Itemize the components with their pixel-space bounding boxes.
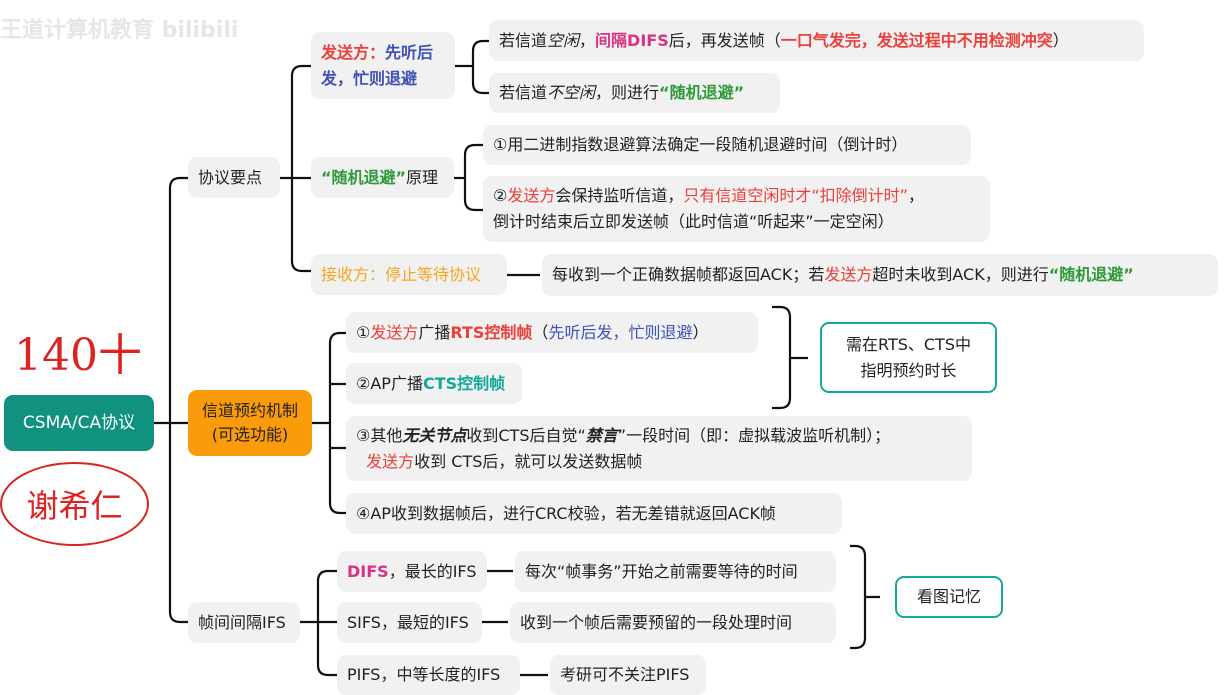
text-segment: 空闲	[547, 30, 580, 50]
text-segment: “随机退避”	[659, 83, 745, 102]
text-segment: 每收到一个正确数据帧都返回ACK；若	[552, 265, 825, 284]
branch-reservation[interactable]: 信道预约机制 (可选功能)	[188, 390, 312, 456]
text-segment: DIFS	[347, 561, 389, 581]
node-receiver[interactable]: 接收方：停止等待协议	[311, 254, 507, 295]
node-pifs[interactable]: PIFS，中等长度的IFS	[337, 655, 520, 695]
text-segment: ，最长的IFS	[388, 561, 477, 581]
text-segment: 考研可不关注PIFS	[560, 665, 690, 684]
node-pifs-detail[interactable]: 考研可不关注PIFS	[550, 655, 706, 695]
text-segment: 只有信道空闲时才“扣除倒计时”	[683, 186, 908, 205]
node-backoff-2[interactable]: ②发送方会保持监听信道，只有信道空闲时才“扣除倒计时”， 倒计时结束后立即发送帧…	[483, 176, 990, 242]
text-segment: ②	[493, 186, 508, 205]
text-segment: 原理	[406, 167, 439, 187]
text-segment: 超时未收到ACK，则进行	[872, 265, 1049, 284]
text-segment: 收到CTS后自觉“	[466, 425, 586, 445]
note-reservation[interactable]: 需在RTS、CTS中 指明预约时长	[820, 322, 997, 393]
text-segment: ，则进行	[595, 83, 660, 102]
node-busy[interactable]: 若信道不空闲，则进行“随机退避”	[489, 73, 780, 113]
text-segment: SIFS，最短的IFS	[347, 612, 469, 632]
handwritten-count: 140十	[14, 330, 142, 381]
text-segment: 发送方	[370, 322, 419, 342]
node-receiver-detail[interactable]: 每收到一个正确数据帧都返回ACK；若发送方超时未收到ACK，则进行“随机退避”	[542, 254, 1218, 296]
text-segment: CTS控制帧	[422, 373, 506, 393]
node-sender[interactable]: 发送方：先听后 发，忙则退避	[311, 32, 455, 99]
text-segment: 会保持监听信道，	[555, 186, 684, 205]
text-segment: 无关节点	[402, 425, 467, 445]
note-ifs[interactable]: 看图记忆	[895, 576, 1003, 618]
branch-ifs[interactable]: 帧间间隔IFS	[188, 602, 300, 643]
text-segment: ①用二进制指数退避算法确定一段随机退避时间（倒计时）	[493, 135, 908, 154]
node-idle[interactable]: 若信道空闲，间隔DIFS后，再发送帧（一口气发完，发送过程中不用检测冲突）	[489, 20, 1144, 61]
text-segment: 收到一个帧后需要预留的一段处理时间	[520, 612, 793, 632]
text-segment: ④AP收到数据帧后，进行CRC校验，若无差错就返回ACK帧	[356, 503, 776, 523]
text-segment: 需在RTS、CTS中 指明预约时长	[846, 334, 971, 380]
text-segment: RTS控制帧	[450, 322, 533, 342]
text-segment: ）	[1052, 30, 1069, 50]
text-segment: （	[532, 322, 549, 342]
text-segment: 后，再发送帧（	[668, 30, 781, 50]
node-rts[interactable]: ①发送方广播RTS控制帧（先听后发，忙则退避）	[346, 312, 758, 353]
text-segment: ③其他	[356, 425, 403, 445]
text-segment: 先听后 发，忙则退避	[321, 42, 434, 88]
text-segment: 发送方	[507, 186, 556, 205]
text-segment: 若信道	[499, 30, 548, 50]
branch-protocol[interactable]: 协议要点	[188, 157, 280, 198]
watermark: 王道计算机教育 bilibili	[0, 18, 239, 43]
text-segment: 接收方：停止等待协议	[321, 264, 482, 284]
text-segment: PIFS，中等长度的IFS	[347, 665, 501, 684]
text-segment: ， 倒计时结束后立即发送帧（此时信道“听起来”一定空闲）	[493, 186, 924, 231]
node-ack[interactable]: ④AP收到数据帧后，进行CRC校验，若无差错就返回ACK帧	[346, 493, 842, 534]
text-segment: 发送方	[366, 451, 415, 471]
text-segment: 禁言	[585, 425, 618, 445]
node-difs-detail[interactable]: 每次“帧事务”开始之前需要等待的时间	[515, 551, 836, 592]
text-segment: 发送方：	[321, 42, 386, 62]
handwritten-author: 谢希仁	[0, 462, 149, 546]
text-segment: 先听后发，忙则退避	[548, 322, 693, 342]
text-segment: 发送方	[824, 265, 873, 284]
text-segment: 收到 CTS后，就可以发送数据帧	[414, 451, 643, 471]
text-segment: “随机退避”	[1048, 265, 1134, 284]
text-segment: ②AP广播	[356, 373, 423, 393]
node-cts[interactable]: ②AP广播CTS控制帧	[346, 363, 522, 404]
node-backoff-1[interactable]: ①用二进制指数退避算法确定一段随机退避时间（倒计时）	[483, 125, 971, 165]
node-sifs-detail[interactable]: 收到一个帧后需要预留的一段处理时间	[510, 602, 836, 643]
text-segment: ①	[356, 322, 371, 342]
text-segment: ”一段时间（即：虚拟载波监听机制）；	[617, 425, 891, 445]
text-segment: 每次“帧事务”开始之前需要等待的时间	[525, 561, 798, 581]
text-segment: ，	[579, 30, 596, 50]
root-node[interactable]: CSMA/CA协议	[4, 395, 154, 451]
text-segment: ）	[692, 322, 709, 342]
text-segment: 若信道	[499, 83, 548, 102]
text-segment: 一口气发完，发送过程中不用检测冲突	[780, 30, 1053, 50]
text-segment: 看图记忆	[916, 587, 981, 606]
node-difs[interactable]: DIFS，最长的IFS	[337, 551, 487, 592]
node-nav[interactable]: ③其他无关节点收到CTS后自觉“禁言”一段时间（即：虚拟载波监听机制）； 发送方…	[346, 416, 972, 481]
text-segment: 不空闲	[547, 83, 596, 102]
node-backoff[interactable]: “随机退避”原理	[311, 157, 454, 198]
text-segment: 间隔DIFS	[595, 30, 669, 50]
node-sifs[interactable]: SIFS，最短的IFS	[337, 602, 482, 643]
text-segment: 广播	[418, 322, 451, 342]
text-segment: “随机退避”	[321, 167, 407, 187]
